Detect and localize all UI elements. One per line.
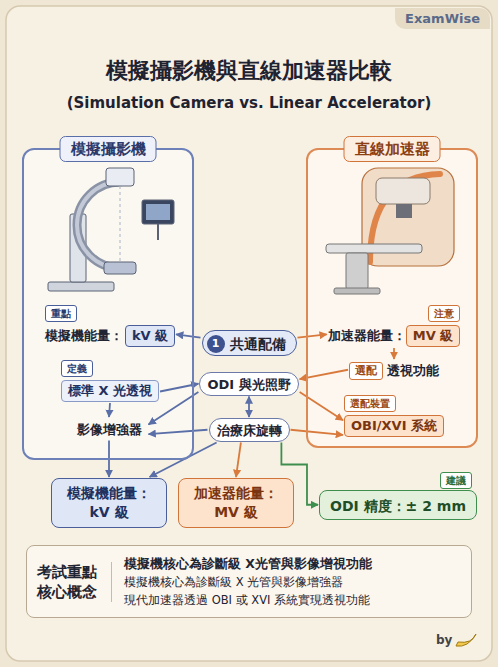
credit: by xyxy=(436,633,452,647)
node-text: 選配裝置 xyxy=(344,395,396,412)
precision-box: 建議ODI 精度：± 2 mm xyxy=(319,490,477,520)
node-text: 模擬機核心為診斷級 X光管與影像增視功能 xyxy=(124,554,461,573)
node-text: 模擬機能量： xyxy=(45,327,123,345)
node-text: 選配 xyxy=(349,362,383,380)
node-text: 模擬機能量： kV 級 xyxy=(62,484,156,522)
watermark: ExamWise xyxy=(395,8,490,29)
node-text: 共通配備 xyxy=(230,335,286,353)
node-text: ODI 精度：± 2 mm xyxy=(330,497,466,515)
result-box: 加速器能量： MV 級 xyxy=(178,478,294,528)
connector xyxy=(393,348,395,359)
node-text: 標準 X 光透視 xyxy=(61,380,159,402)
node-text: 加速器能量： xyxy=(328,327,406,345)
panel-fill xyxy=(306,148,478,448)
connector xyxy=(291,430,344,435)
node-text: 注意 xyxy=(428,305,460,322)
energy-item: 重點模擬機能量：kV 級 xyxy=(45,305,175,347)
common-item: 治療床旋轉 xyxy=(209,418,290,442)
subtitle: (Simulation Camera vs. Linear Accelerato… xyxy=(0,94,498,112)
common-item: ODI 與光照野 xyxy=(199,372,298,396)
node-text: 建議 xyxy=(440,472,472,489)
title: 模擬攝影機與直線加速器比較 xyxy=(0,56,498,86)
node-text: kV 級 xyxy=(125,325,175,347)
summary-heading-col: 考試重點 核心概念 xyxy=(37,562,112,602)
node-text: 考試重點 核心概念 xyxy=(37,562,101,602)
device-panel: 模擬攝影機重點模擬機能量：kV 級定義標準 X 光透視影像增強器 xyxy=(22,148,194,460)
connector xyxy=(298,334,327,337)
option-item: 選配透視功能 xyxy=(349,360,439,380)
node-text: ODI 與光照野 xyxy=(207,376,290,394)
node-text: 加速器能量： MV 級 xyxy=(189,484,283,522)
panel-fill xyxy=(22,148,194,460)
node-text: 透視功能 xyxy=(387,362,439,380)
node-text: 模擬機核心為診斷級 X 光管與影像增強器 xyxy=(124,573,461,591)
simulator-illustration xyxy=(48,168,174,291)
connector xyxy=(236,443,241,478)
component-item: 影像增強器 xyxy=(71,418,148,440)
node-text: 1 xyxy=(207,335,225,353)
node-text: 直線加速器 xyxy=(344,136,441,162)
node-text: OBI/XVI 系統 xyxy=(344,415,444,437)
definition-item: 定義標準 X 光透視 xyxy=(61,360,159,402)
connector xyxy=(248,397,250,418)
result-box: 模擬機能量： kV 級 xyxy=(51,478,167,528)
linac-illustration xyxy=(326,168,454,294)
node-text: 現代加速器透過 OBI 或 XVI 系統實現透視功能 xyxy=(124,591,461,609)
node-text: 重點 xyxy=(45,305,77,322)
option-device: 選配裝置 OBI/XVI 系統 xyxy=(344,395,444,437)
common-pill: 1 共通配備 xyxy=(202,330,297,356)
summary-body-col: 模擬機核心為診斷級 X光管與影像增視功能模擬機核心為診斷級 X 光管與影像增強器… xyxy=(124,554,461,609)
device-panel: 直線加速器注意加速器能量：MV 級選配透視功能選配裝置OBI/XVI 系統 xyxy=(306,148,478,448)
node-text: 影像增強器 xyxy=(77,421,142,439)
node-text: MV 級 xyxy=(406,325,461,347)
energy-item: 注意加速器能量：MV 級 xyxy=(328,305,461,347)
node-text: 治療床旋轉 xyxy=(217,422,282,440)
node-text: 模擬攝影機 xyxy=(60,136,157,162)
banana-icon xyxy=(456,634,476,646)
connector xyxy=(108,403,111,417)
connector xyxy=(176,334,200,337)
connector xyxy=(149,430,208,434)
summary-box: 考試重點 核心概念模擬機核心為診斷級 X光管與影像增視功能模擬機核心為診斷級 X… xyxy=(26,545,472,618)
node-text: 定義 xyxy=(61,360,93,377)
